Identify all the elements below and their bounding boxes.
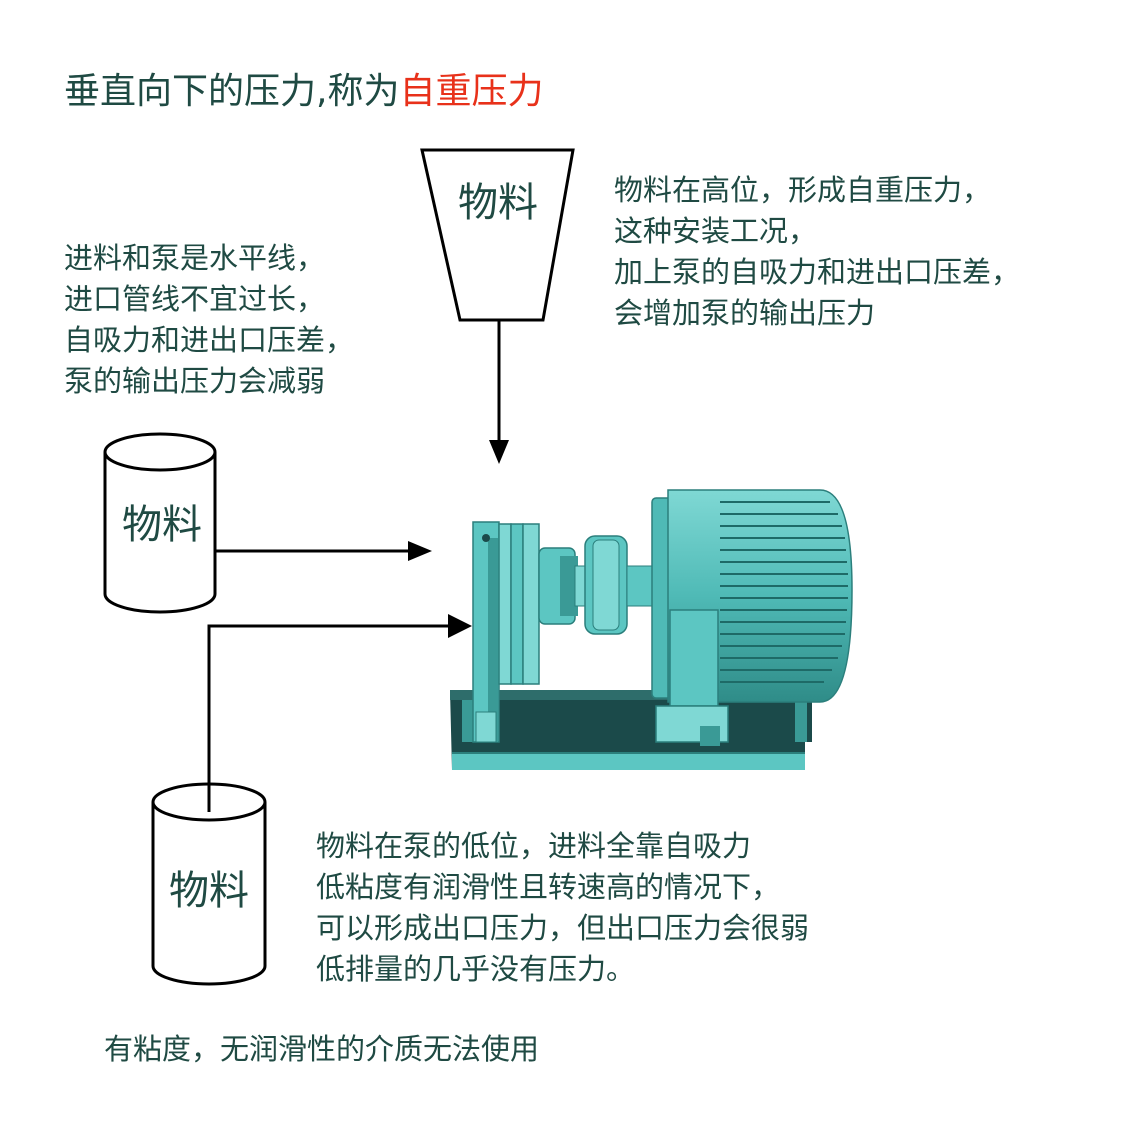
horizontal-feed-arrow	[215, 541, 432, 561]
page-title: 垂直向下的压力,称为自重压力	[64, 62, 543, 114]
hopper-container: 物料	[420, 148, 575, 322]
title-prefix: 垂直向下的压力,称为	[64, 71, 400, 112]
note-line: 物料在泵的低位，进料全靠自吸力	[316, 829, 752, 863]
note-line: 会增加泵的输出压力	[614, 296, 876, 330]
note-line: 自吸力和进出口压差，	[64, 323, 355, 357]
side-tank: 物料	[103, 432, 217, 614]
note-line: 加上泵的自吸力和进出口压差，	[614, 255, 1021, 289]
hopper-label: 物料	[458, 180, 538, 226]
low-tank-label: 物料	[169, 868, 249, 914]
suction-pipe-arrow	[207, 614, 472, 812]
note-line: 物料在高位，形成自重压力，	[614, 173, 992, 207]
title-highlight: 自重压力	[399, 71, 544, 112]
note-horizontal-feed: 进料和泵是水平线， 进口管线不宜过长， 自吸力和进出口压差， 泵的输出压力会减弱	[64, 238, 354, 402]
pump-motor-illustration	[450, 489, 853, 770]
note-line: 低排量的几乎没有压力。	[316, 952, 636, 986]
note-line: 泵的输出压力会减弱	[64, 364, 326, 398]
low-tank: 物料	[151, 782, 267, 986]
note-line: 进口管线不宜过长，	[64, 282, 326, 316]
note-line: 这种安装工况，	[614, 214, 818, 248]
gravity-arrow	[489, 320, 509, 464]
note-line: 低粘度有润滑性且转速高的情况下，	[316, 870, 781, 904]
note-line: 可以形成出口压力，但出口压力会很弱	[316, 911, 810, 945]
side-tank-label: 物料	[122, 502, 202, 548]
note-line: 进料和泵是水平线，	[64, 241, 326, 275]
note-suction-feed: 物料在泵的低位，进料全靠自吸力 低粘度有润滑性且转速高的情况下， 可以形成出口压…	[316, 826, 809, 990]
note-gravity-feed: 物料在高位，形成自重压力， 这种安装工况， 加上泵的自吸力和进出口压差， 会增加…	[614, 170, 1020, 334]
footer-note: 有粘度，无润滑性的介质无法使用	[104, 1032, 540, 1066]
